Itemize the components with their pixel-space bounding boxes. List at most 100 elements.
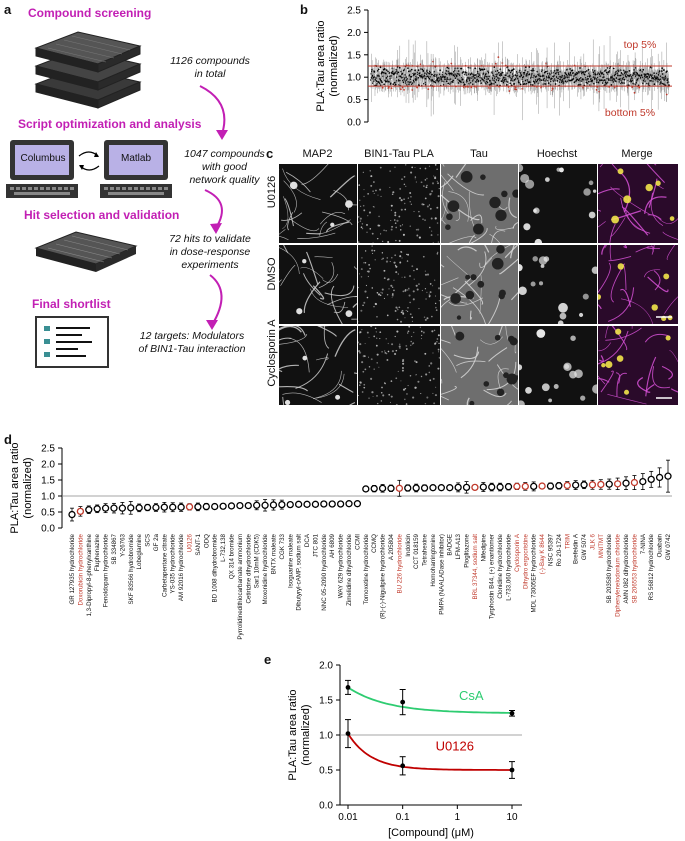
d-category-label: Indolicin: [405, 533, 412, 556]
neurite: [504, 245, 518, 259]
d-category-label: Tyrphostin B44, (+) enantiomer: [489, 534, 496, 619]
pla-dot: [428, 165, 431, 167]
b-point: [381, 81, 384, 84]
pla-dot: [376, 402, 379, 405]
b-point: [661, 67, 664, 70]
pla-dot: [420, 334, 423, 337]
d-category-label: Pioglitazone: [464, 533, 471, 567]
neurite: [279, 364, 299, 370]
soma: [330, 222, 335, 227]
pla-dot: [428, 293, 430, 295]
neurite: [315, 357, 329, 361]
pla-dot: [401, 257, 403, 259]
pla-dot: [413, 211, 415, 213]
pla-dot: [361, 257, 363, 259]
soma-dark: [501, 190, 508, 198]
b-point: [424, 72, 427, 75]
pla-dot: [391, 193, 394, 196]
pla-dot: [376, 337, 378, 339]
pla-dot: [407, 254, 409, 256]
b-point: [554, 83, 557, 85]
d-point: [127, 504, 135, 512]
pla-dot: [400, 199, 403, 202]
pla-dot: [362, 204, 365, 207]
pla-dot: [391, 225, 394, 228]
pla-dot: [414, 360, 416, 363]
pla-dot: [411, 166, 414, 169]
soma-dark: [480, 174, 486, 180]
pla-dot: [405, 345, 408, 347]
pla-dot: [369, 228, 372, 230]
e-x-tick-label: 0.01: [338, 812, 358, 823]
b-point: [532, 68, 535, 70]
pla-dot: [428, 371, 431, 374]
pla-dot: [384, 382, 387, 385]
b-point: [533, 69, 535, 72]
pla-dot: [407, 197, 409, 199]
neurite: [306, 251, 319, 285]
pla-dot: [437, 234, 439, 236]
pla-dot: [408, 287, 410, 289]
pla-dot: [371, 391, 374, 394]
b-point: [463, 83, 466, 86]
micro-image: [519, 245, 597, 324]
b-point: [595, 73, 597, 76]
b-point: [633, 91, 636, 94]
d-point: [194, 503, 202, 511]
pla-dot: [411, 316, 414, 319]
pla-dot: [398, 197, 402, 200]
pla-dot: [364, 342, 366, 345]
pla-dot: [390, 284, 393, 287]
pla-dot: [359, 220, 362, 222]
neurite: [354, 372, 357, 375]
pla-dot: [366, 223, 368, 226]
pla-dot: [367, 215, 369, 217]
step-title-screening: Compound screening: [28, 6, 152, 20]
nucleus-merge: [615, 328, 622, 335]
soma: [302, 355, 308, 361]
b-point: [439, 69, 442, 72]
d-point: [588, 481, 597, 489]
b-point: [605, 71, 608, 74]
b-y-tick-label: 0.0: [347, 118, 361, 129]
neurite: [610, 217, 626, 238]
computer-matlab-icon: [100, 140, 172, 198]
d-point: [613, 480, 622, 488]
panel-b-letter: b: [300, 2, 308, 17]
pla-dot: [437, 367, 440, 370]
neurite: [669, 350, 678, 363]
pla-dot: [366, 331, 369, 334]
neurite: [324, 285, 355, 297]
nucleus: [545, 177, 550, 182]
pla-dot: [436, 341, 438, 343]
neurite: [303, 281, 321, 313]
pla-dot: [393, 352, 397, 356]
pla-dot: [390, 380, 393, 382]
nucleus: [532, 256, 538, 262]
e-point: [509, 767, 515, 773]
neurite: [279, 235, 289, 241]
nucleus: [592, 189, 597, 193]
pla-dot: [370, 377, 373, 380]
neurite: [441, 277, 459, 286]
micro-bg: [519, 164, 597, 243]
b-y-tick-label: 2.5: [347, 6, 361, 17]
b-point: [617, 70, 620, 73]
pla-dot: [363, 383, 366, 386]
d-y-tick-label: 2.0: [41, 460, 55, 471]
pla-dot: [380, 291, 382, 293]
b-point: [416, 86, 419, 89]
pla-dot: [359, 217, 362, 220]
pla-dot: [422, 218, 424, 221]
pla-dot: [428, 294, 431, 297]
nucleus-merge: [665, 335, 671, 341]
neurite: [598, 375, 606, 385]
b-point: [441, 80, 444, 83]
pla-dot: [405, 348, 408, 350]
pla-dot: [372, 206, 375, 208]
b-point: [427, 88, 430, 91]
pla-dot: [420, 181, 423, 184]
neurite: [310, 288, 349, 308]
b-point: [626, 71, 629, 73]
d-category-label: BD 1008 dihydrobromide: [212, 533, 219, 602]
